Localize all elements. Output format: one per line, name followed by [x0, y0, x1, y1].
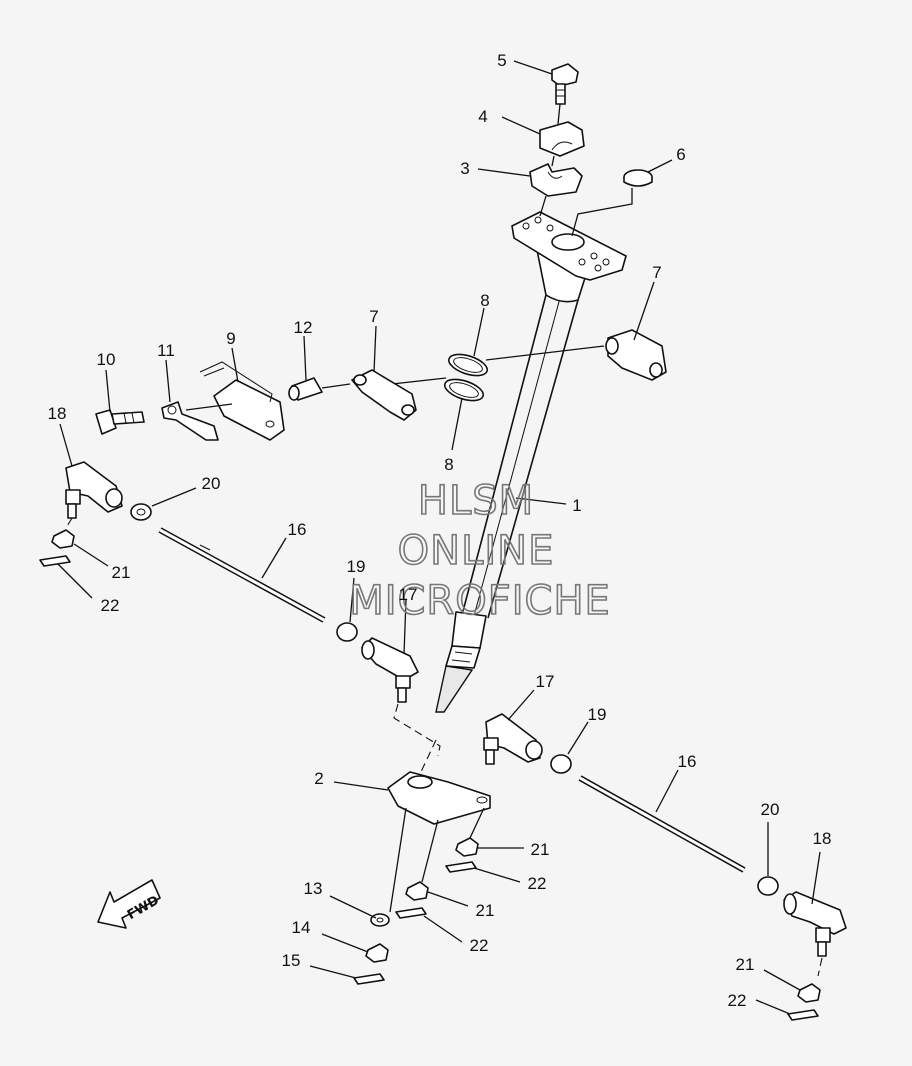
callout-8-lower: 8 — [444, 455, 453, 474]
callout-5: 5 — [497, 51, 506, 70]
bushing-holder-right-part — [605, 329, 667, 381]
callout-22-centre-lower: 22 — [470, 936, 489, 955]
watermark-line-2: ONLINE — [398, 528, 555, 574]
callout-18-upper: 18 — [48, 404, 67, 423]
callout-2: 2 — [314, 769, 323, 788]
watermark-line-1: HLSM — [418, 478, 534, 524]
callout-15: 15 — [282, 951, 301, 970]
callout-20-lower: 20 — [761, 800, 780, 819]
nut-20-lower-part — [757, 876, 779, 896]
tie-rod-end-17-right-part — [483, 713, 543, 765]
clamp-upper-part — [539, 121, 585, 157]
collar-12-part — [288, 377, 323, 401]
top-plate-part — [511, 211, 627, 281]
callout-16-left: 16 — [288, 520, 307, 539]
callout-10: 10 — [97, 350, 116, 369]
tie-rod-left-part — [158, 527, 326, 623]
cotter-pin-22-lower-right-part — [787, 1009, 819, 1021]
nut-21-centre-upper-part — [455, 837, 479, 857]
callout-21-lower-right: 21 — [736, 955, 755, 974]
nut-21-centre-lower-part — [405, 881, 429, 901]
callout-13: 13 — [304, 879, 323, 898]
callout-7-left: 7 — [369, 307, 378, 326]
callout-21-upper-left: 21 — [112, 563, 131, 582]
callout-17-left: 17 — [399, 585, 418, 604]
lock-washer-11-part — [161, 401, 219, 441]
callout-16-right: 16 — [678, 752, 697, 771]
callout-17-right: 17 — [536, 672, 555, 691]
ring-8-upper-part — [447, 353, 489, 377]
bolt-5-part — [551, 63, 579, 105]
cotter-pin-22-centre-upper-part — [445, 861, 477, 873]
nut-14-part — [365, 943, 389, 963]
bolt-10-part — [95, 409, 145, 435]
callout-18-lower: 18 — [813, 829, 832, 848]
cotter-pin-22-upper-left-part — [39, 555, 71, 567]
callout-7-right: 7 — [652, 263, 661, 282]
callout-21-centre-upper: 21 — [531, 840, 550, 859]
plate-9-part — [199, 361, 285, 441]
nut-19-left-part — [336, 622, 358, 642]
callout-22-lower-right: 22 — [728, 991, 747, 1010]
callout-22-upper-left: 22 — [101, 596, 120, 615]
callout-14: 14 — [292, 918, 311, 937]
watermark-line-3: MICROFICHE — [349, 578, 611, 624]
callout-3: 3 — [460, 159, 469, 178]
cotter-pin-22-centre-lower-part — [395, 907, 427, 919]
callout-20-upper: 20 — [202, 474, 221, 493]
callout-9: 9 — [226, 329, 235, 348]
callout-19-left: 19 — [347, 557, 366, 576]
cotter-pin-15-part — [353, 973, 385, 985]
tie-rod-end-lower-right-part — [783, 891, 847, 957]
nut-21-lower-right-part — [797, 983, 821, 1003]
callout-22-centre-upper: 22 — [528, 874, 547, 893]
callout-11: 11 — [157, 341, 175, 360]
callout-4: 4 — [478, 107, 487, 126]
nut-20-upper-part — [130, 503, 152, 521]
clamp-lower-part — [529, 163, 583, 197]
bracket-left-part — [351, 369, 417, 421]
watermark: HLSM ONLINE MICROFICHE — [348, 477, 611, 625]
callout-12: 12 — [294, 318, 313, 337]
callout-6: 6 — [676, 145, 685, 164]
callout-8-upper: 8 — [480, 291, 489, 310]
tie-rod-right-part — [578, 775, 746, 873]
nut-19-right-part — [550, 754, 572, 774]
pitman-arm-part — [387, 771, 491, 825]
tie-rod-end-upper-left-part — [65, 461, 123, 519]
fwd-arrow-icon: FWD — [97, 879, 162, 929]
cap-6-part — [623, 169, 653, 187]
callout-1: 1 — [572, 496, 581, 515]
callout-19-right: 19 — [588, 705, 607, 724]
ring-8-lower-part — [443, 378, 485, 402]
nut-21-upper-left-part — [51, 529, 75, 549]
callout-labels: 5 4 3 6 7 8 9 12 7 10 11 18 8 20 1 16 21… — [48, 51, 832, 1010]
washer-13-part — [370, 913, 390, 927]
callout-21-centre-lower: 21 — [476, 901, 495, 920]
tie-rod-end-17-left-part — [361, 637, 419, 703]
leader-lines — [57, 60, 821, 1015]
